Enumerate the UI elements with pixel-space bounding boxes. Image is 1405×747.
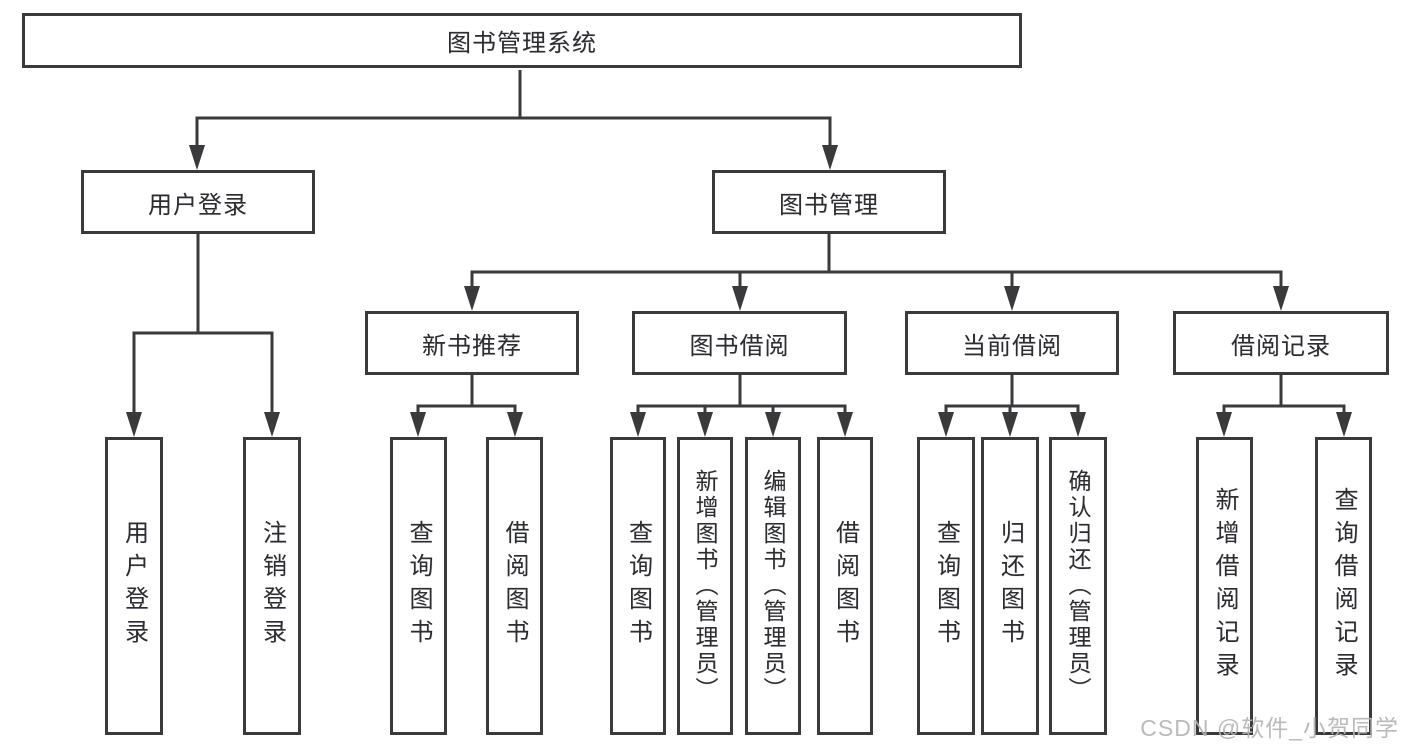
node-cb-query-books: 查询图书 — [917, 437, 975, 735]
arrowhead — [837, 412, 853, 437]
node-root: 图书管理系统 — [22, 13, 1022, 68]
arrowhead — [630, 412, 646, 437]
node-borrow-records: 借阅记录 — [1173, 311, 1389, 375]
node-book-borrow-label: 图书借阅 — [689, 332, 790, 360]
node-book-borrow: 图书借阅 — [632, 311, 847, 375]
arrowhead — [507, 412, 523, 437]
arrowhead — [1336, 412, 1352, 437]
node-new-book-recommend-label: 新书推荐 — [422, 332, 522, 360]
arrowhead — [464, 286, 480, 311]
node-borrow-records-label: 借阅记录 — [1231, 332, 1331, 360]
node-bb-borrow-books: 借阅图书 — [817, 437, 873, 735]
connector-book-mgmt-children — [464, 234, 1289, 311]
connector-new-book-children — [410, 375, 523, 437]
node-nbr-borrow-books: 借阅图书 — [486, 437, 543, 735]
node-br-query-record-label: 查询借阅记录 — [1330, 487, 1357, 685]
node-user-login: 用户登录 — [81, 170, 315, 234]
arrowhead — [1070, 412, 1086, 437]
arrowhead — [697, 412, 713, 437]
node-cb-return-books: 归还图书 — [981, 437, 1039, 735]
node-br-query-record: 查询借阅记录 — [1315, 437, 1372, 735]
node-bb-query-books: 查询图书 — [610, 437, 666, 735]
node-br-add-record-label: 新增借阅记录 — [1211, 487, 1238, 685]
connector-user-login-children — [126, 234, 280, 437]
node-bb-borrow-books-label: 借阅图书 — [831, 520, 859, 652]
arrowhead — [189, 145, 205, 170]
node-nbr-borrow-books-label: 借阅图书 — [501, 520, 528, 652]
arrowhead — [264, 412, 280, 437]
arrowhead — [1002, 412, 1018, 437]
arrowhead — [1004, 286, 1020, 311]
node-bb-edit-books-admin: 编辑图书（管理员） — [745, 437, 801, 735]
arrowhead — [765, 412, 781, 437]
connector-root-to-branches — [189, 70, 838, 170]
node-login: 用户登录 — [105, 437, 163, 735]
arrowhead — [126, 412, 142, 437]
node-cb-confirm-return-admin-label: 确认归还（管理员） — [1065, 469, 1091, 703]
arrowhead — [822, 145, 838, 170]
connector-current-borrow-children — [938, 375, 1086, 437]
node-bb-add-books-admin-label: 新增图书（管理员） — [692, 469, 718, 703]
node-book-management: 图书管理 — [712, 170, 946, 234]
node-nbr-query-books: 查询图书 — [390, 437, 447, 735]
node-cb-return-books-label: 归还图书 — [996, 520, 1024, 652]
node-cb-query-books-label: 查询图书 — [932, 520, 960, 652]
node-bb-add-books-admin: 新增图书（管理员） — [677, 437, 733, 735]
node-new-book-recommend: 新书推荐 — [365, 311, 579, 375]
node-user-login-label: 用户登录 — [148, 191, 248, 219]
connector-borrow-records-children — [1216, 375, 1352, 437]
arrowhead — [1216, 412, 1232, 437]
node-current-borrow: 当前借阅 — [905, 311, 1119, 375]
node-logout: 注销登录 — [243, 437, 301, 735]
arrowhead — [938, 412, 954, 437]
node-logout-label: 注销登录 — [258, 520, 286, 652]
node-current-borrow-label: 当前借阅 — [962, 332, 1062, 360]
node-nbr-query-books-label: 查询图书 — [405, 520, 432, 652]
node-bb-query-books-label: 查询图书 — [624, 520, 652, 652]
connector-book-borrow-children — [630, 375, 853, 437]
node-login-label: 用户登录 — [120, 520, 148, 652]
node-book-management-label: 图书管理 — [779, 191, 879, 219]
arrowhead — [1273, 286, 1289, 311]
node-bb-edit-books-admin-label: 编辑图书（管理员） — [760, 469, 786, 703]
node-root-label: 图书管理系统 — [447, 30, 597, 57]
arrowhead — [732, 286, 748, 311]
node-br-add-record: 新增借阅记录 — [1196, 437, 1253, 735]
watermark: CSDN @软件_小贺同学 — [1140, 715, 1399, 741]
node-cb-confirm-return-admin: 确认归还（管理员） — [1049, 437, 1107, 735]
arrowhead — [410, 412, 426, 437]
